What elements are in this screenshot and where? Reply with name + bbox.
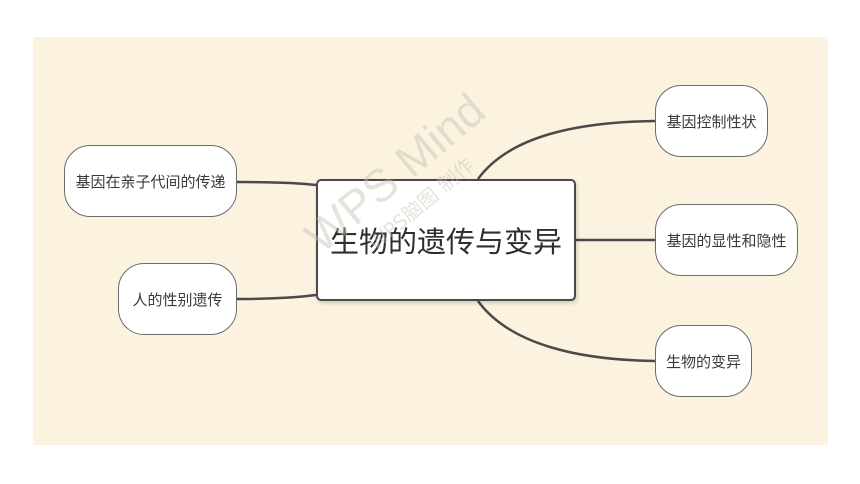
branch-node-dominant-recessive[interactable]: 基因的显性和隐性	[655, 204, 798, 276]
branch-label: 人的性别遗传	[132, 290, 223, 309]
branch-node-inheritance-transfer[interactable]: 基因在亲子代间的传递	[64, 145, 237, 217]
branch-label: 基因控制性状	[666, 112, 757, 131]
branch-label: 基因在亲子代间的传递	[75, 172, 226, 191]
central-topic-label: 生物的遗传与变异	[329, 225, 562, 259]
connector-right-1	[476, 119, 656, 180]
connector-left-2	[236, 293, 317, 301]
connector-right-3	[476, 300, 656, 363]
branch-label: 生物的变异	[665, 352, 741, 371]
branch-node-gene-controls-traits[interactable]: 基因控制性状	[655, 85, 768, 157]
connector-left-1	[236, 180, 317, 187]
branch-node-variation[interactable]: 生物的变异	[655, 325, 752, 397]
central-topic[interactable]: 生物的遗传与变异	[316, 179, 576, 301]
branch-label: 基因的显性和隐性	[666, 231, 787, 250]
branch-node-sex-inheritance[interactable]: 人的性别遗传	[118, 263, 237, 335]
